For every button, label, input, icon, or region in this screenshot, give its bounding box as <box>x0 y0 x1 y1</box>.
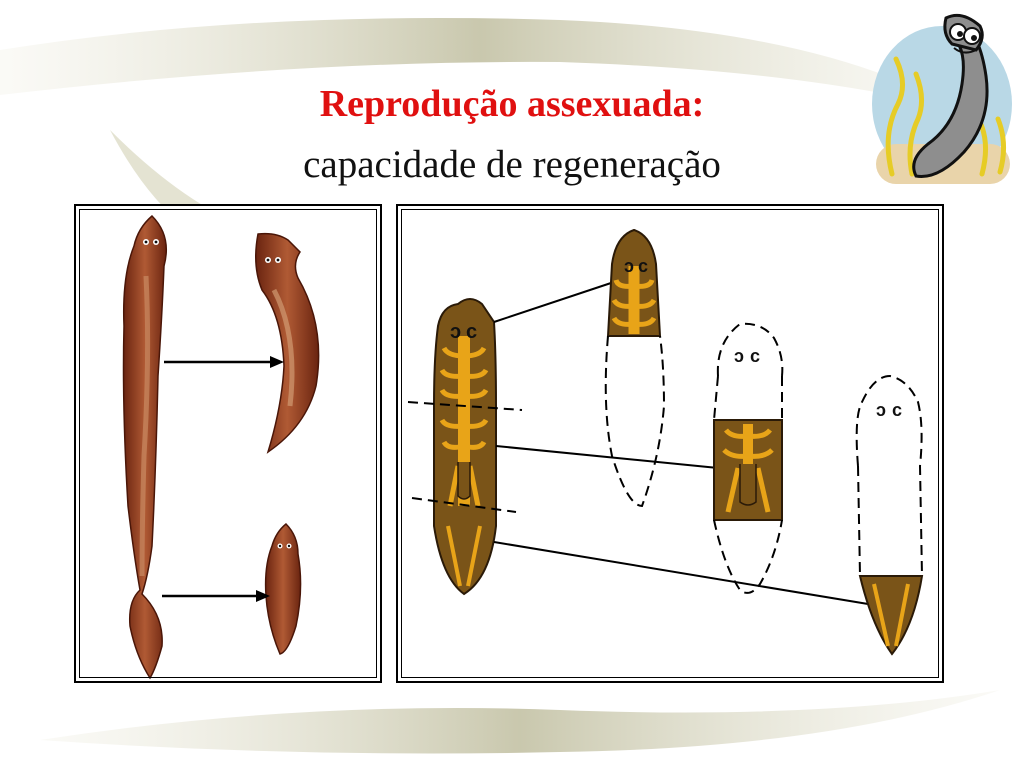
regenerating-head-piece: ɔ c <box>604 228 666 508</box>
worm-mascot-icon <box>872 13 1012 184</box>
cut-line-lower <box>411 497 517 513</box>
planarian-head-fragment <box>255 232 320 454</box>
svg-text:ɔ: ɔ <box>624 256 634 276</box>
svg-text:c: c <box>892 400 902 420</box>
planarian-whole <box>122 214 167 680</box>
slide-subtitle: capacidade de regeneração <box>303 143 721 186</box>
svg-text:ɔ: ɔ <box>876 400 886 420</box>
connector-head <box>493 281 615 323</box>
panel-planarian-fission <box>74 204 382 683</box>
arrow-to-head-fragment <box>164 356 284 368</box>
svg-text:ɔ: ɔ <box>450 321 461 343</box>
main-planarian: ɔ c <box>433 298 497 596</box>
connector-middle <box>495 445 719 469</box>
slide-title: Reprodução assexuada: <box>319 83 705 125</box>
planarian-tail-fragment <box>264 522 302 655</box>
regenerating-middle-piece: ɔ c <box>713 322 784 594</box>
cut-line-upper <box>407 401 523 411</box>
svg-text:c: c <box>638 256 648 276</box>
svg-text:c: c <box>750 346 760 366</box>
svg-text:c: c <box>466 321 477 343</box>
connector-tail <box>493 541 869 605</box>
panel-regeneration-diagram: ɔ c ɔ c ɔ c <box>396 204 944 683</box>
svg-text:ɔ: ɔ <box>734 346 744 366</box>
arrow-to-tail-fragment <box>162 590 270 602</box>
regenerating-tail-piece: ɔ c <box>855 374 924 656</box>
